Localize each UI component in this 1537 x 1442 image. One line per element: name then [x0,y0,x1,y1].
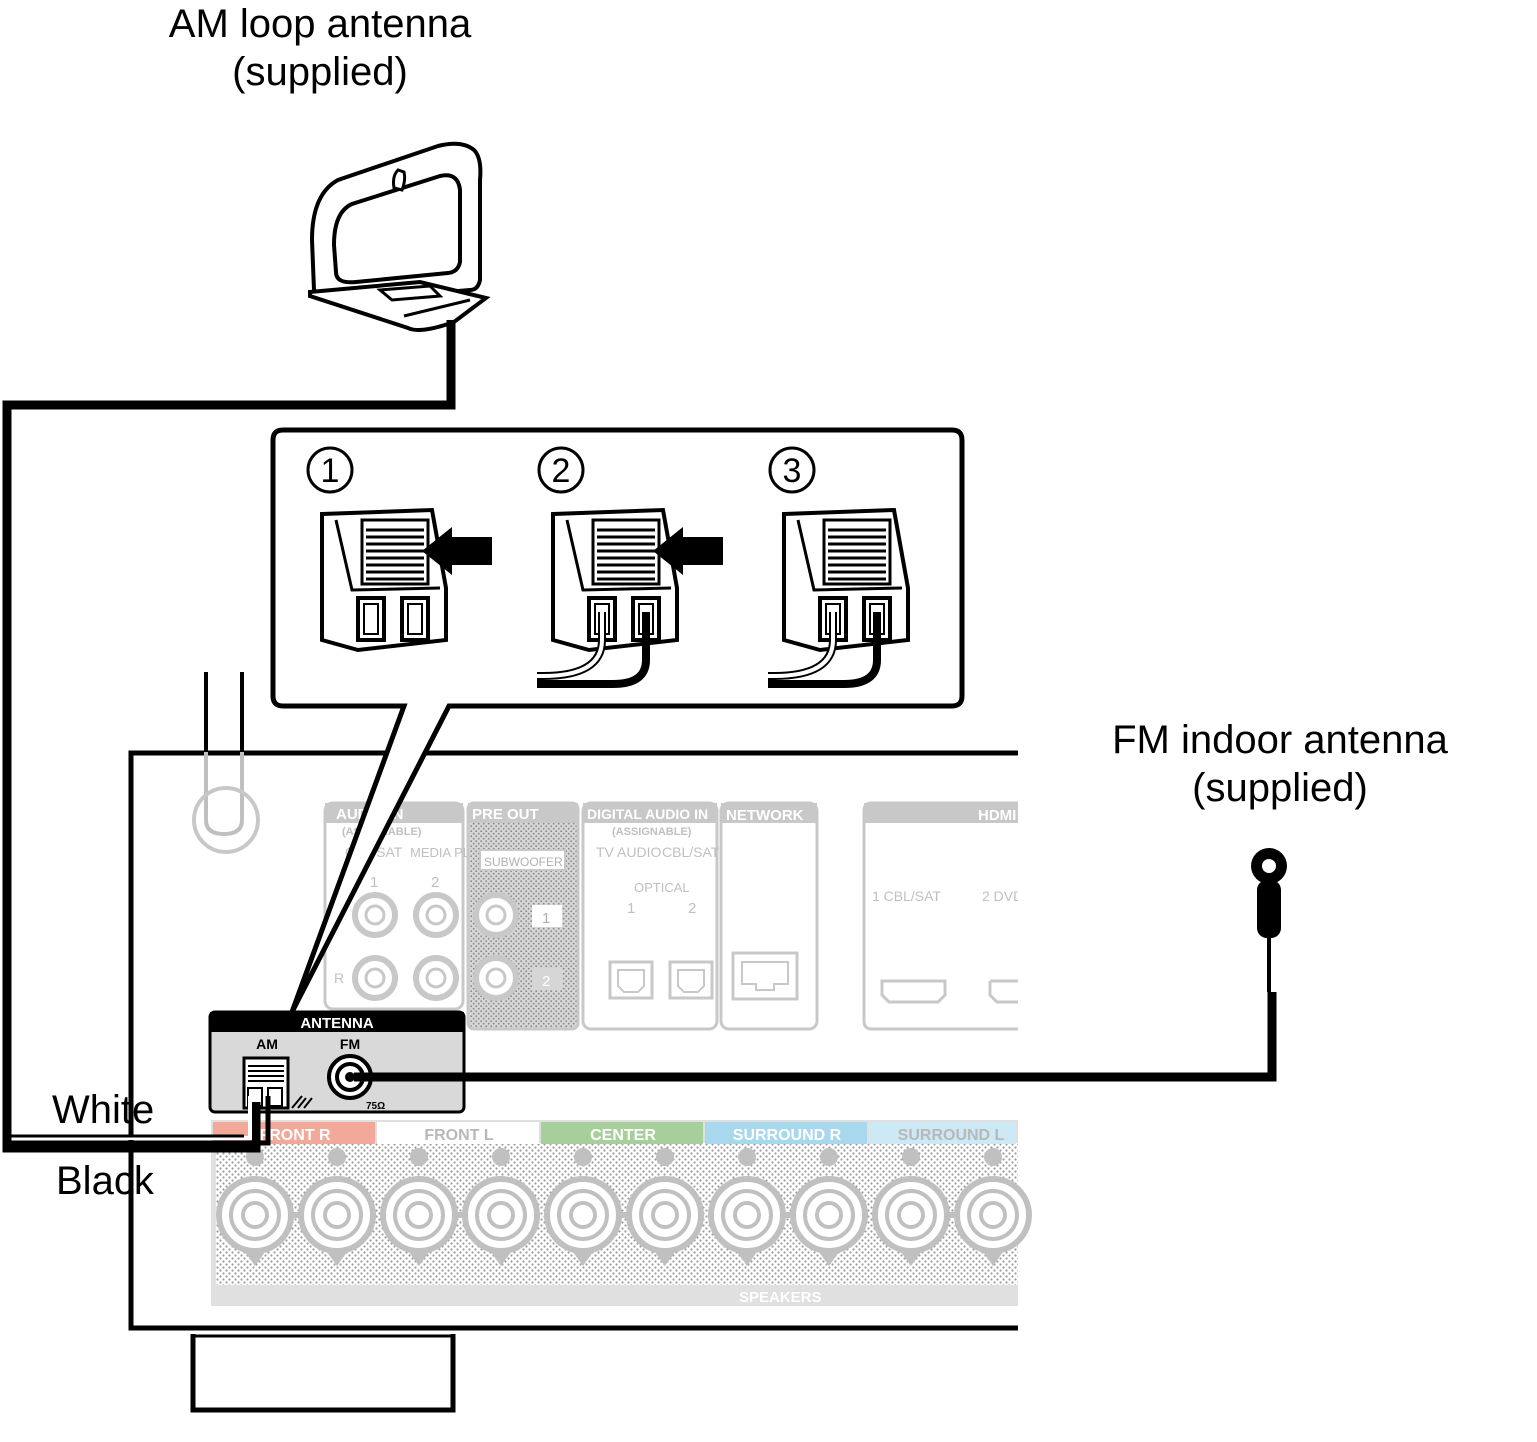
step-number: 1 [321,452,340,490]
speaker-group-label: SURROUND R [733,1127,842,1144]
antenna-panel-impedance: 75Ω [366,1101,385,1112]
callout-steps: 1 2 3 [270,427,965,1014]
pre-out-n1: 1 [542,910,550,927]
antenna-panel-fm: FM [340,1036,360,1052]
step-3: 3 [768,446,910,688]
pre-out-title: PRE OUT [472,806,539,823]
am-antenna-label-line2: (supplied) [232,50,408,94]
speakers-section: FRONT R FRONT L CENTER SURROUND R SURROUND L… [211,1120,1032,1306]
fm-antenna-label-line1: FM indoor antenna [1112,718,1448,762]
digital-audio-optical: OPTICAL [634,880,690,895]
hdmi-section: HDMI 1 CBL/SAT 2 DVD/Blu-ray [862,801,1071,1031]
push-arrow-icon [653,527,723,575]
chassis-foot [190,1334,456,1413]
speakers-title: SPEAKERS [739,1289,822,1306]
speaker-group: SURROUND R [705,1122,868,1266]
am-antenna-label: AM loop antenna (supplied) [120,0,520,96]
white-wire-label: White [52,1088,155,1132]
audio-in-col2-num: 2 [431,874,439,891]
step-2: 2 [537,446,723,688]
black-wire-label: Black [56,1159,154,1203]
fm-indoor-antenna [354,848,1287,1082]
receiver-rear-panel: AUDIO IN (ASSIGNABLE) CBL/SAT 1 MEDIA PL… [128,672,1071,1413]
am-antenna-cable [2,320,456,1153]
digital-audio-title: DIGITAL AUDIO IN [587,806,708,822]
hdmi-in2: 2 DVD/Blu-ray [982,888,1071,904]
audio-in-col1-num: 1 [370,874,378,891]
digital-audio-n2: 2 [688,900,696,917]
pre-out-section: PRE OUT SUBWOOFER 1 2 [466,801,580,1031]
fm-antenna-label: FM indoor antenna (supplied) [1080,716,1480,812]
chassis-outline [128,750,1018,1331]
hdmi-title: HDMI [978,807,1016,824]
hdmi-in1: 1 CBL/SAT [872,888,941,904]
step-number: 3 [783,452,802,490]
digital-audio-col2: CBL/SAT [662,844,720,860]
pre-out-n2: 2 [542,973,550,990]
am-antenna-label-line1: AM loop antenna [168,2,472,46]
speaker-group-label: CENTER [590,1127,656,1144]
speaker-group-label: FRONT R [259,1127,331,1144]
antenna-panel-am: AM [256,1036,278,1052]
audio-in-r-mark: R [334,970,344,986]
fm-antenna-label-line2: (supplied) [1192,766,1368,810]
step-number: 2 [552,452,571,490]
wireless-antenna [192,672,260,854]
digital-audio-n1: 1 [627,900,635,917]
step-1: 1 [306,446,492,653]
digital-audio-col1: TV AUDIO [596,844,661,860]
antenna-panel-title: ANTENNA [300,1015,373,1032]
network-section: NETWORK [719,801,819,1031]
speaker-group: SURROUND L [869,1122,1032,1266]
speaker-group: FRONT L [377,1122,540,1266]
digital-audio-assignable: (ASSIGNABLE) [612,826,692,838]
pre-out-subwoofer: SUBWOOFER [484,855,563,869]
speaker-group: CENTER [541,1122,704,1266]
push-arrow-icon [422,527,492,575]
speaker-group-label: SURROUND L [898,1127,1005,1144]
digital-audio-section: DIGITAL AUDIO IN (ASSIGNABLE) TV AUDIO C… [581,801,720,1031]
speaker-group-label: FRONT L [424,1127,494,1144]
am-white-wire [12,1096,252,1140]
speaker-group: FRONT R [213,1122,376,1266]
am-loop-antenna [308,141,491,332]
network-title: NETWORK [726,807,804,824]
